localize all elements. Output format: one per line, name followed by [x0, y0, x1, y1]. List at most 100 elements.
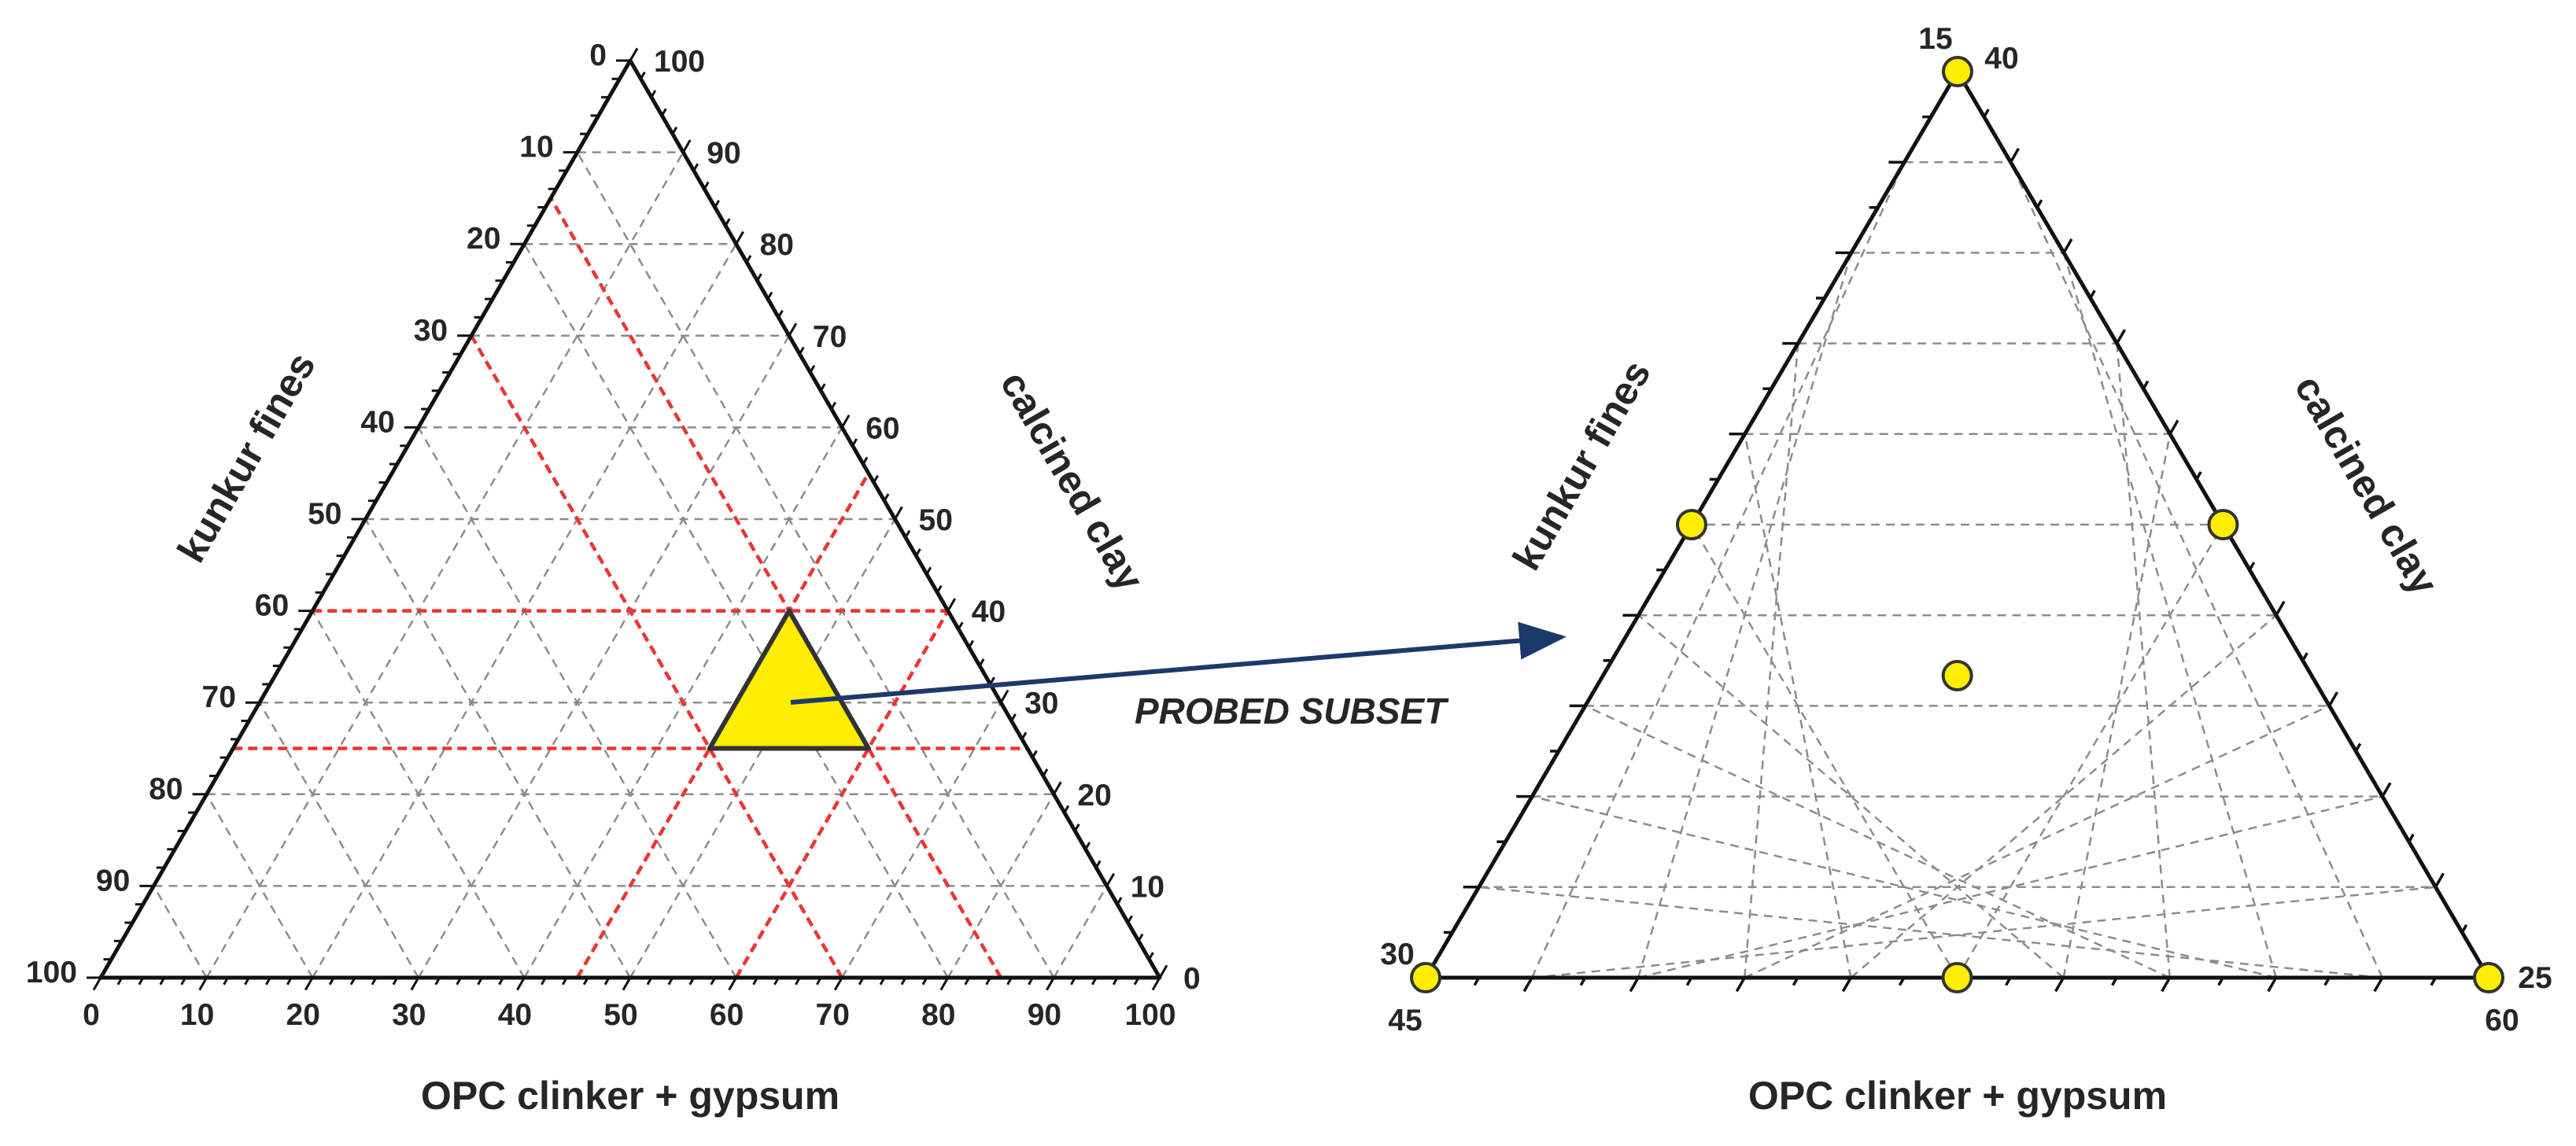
tick [92, 977, 102, 991]
tick [1006, 977, 1013, 986]
left-tick-label: 40 [360, 405, 394, 439]
right-axis-title: calcined clay [992, 364, 1153, 599]
bottom-tick-label: 40 [498, 998, 532, 1032]
tick [1020, 731, 1028, 740]
grid-line [1478, 886, 2383, 979]
tick [2217, 977, 2224, 986]
tick [1898, 977, 1906, 986]
tick [815, 977, 822, 986]
tick [2408, 833, 2415, 843]
tick [138, 977, 145, 986]
tick [773, 977, 780, 986]
tick [851, 438, 858, 447]
grid-line [1690, 524, 1958, 978]
tick [2168, 419, 2179, 435]
tick [2434, 872, 2445, 888]
tick [756, 273, 762, 282]
tick [879, 977, 886, 986]
tick [858, 977, 865, 986]
kunkur-bound-line [470, 334, 844, 979]
tick [710, 977, 716, 986]
tick [1151, 977, 1161, 991]
tick [2381, 782, 2392, 798]
top-corner-label: 15 [1918, 22, 1952, 56]
tick [1028, 977, 1034, 986]
grid-line [1744, 343, 1799, 978]
mix-point [2207, 509, 2239, 540]
tick [561, 977, 568, 986]
tick [1792, 977, 1799, 986]
left-tick-label: 60 [255, 589, 289, 623]
tick [661, 108, 667, 116]
tick [921, 977, 928, 986]
tick [1091, 977, 1098, 986]
tick [936, 584, 943, 594]
mix-point [1676, 509, 1707, 540]
left-tick-label: 50 [308, 497, 341, 531]
grid-line [2010, 161, 2384, 978]
bottom-tick-label: 60 [710, 998, 744, 1032]
tick [777, 310, 784, 319]
tick [1084, 842, 1091, 850]
tick [724, 218, 731, 227]
tick [1148, 952, 1154, 960]
tick [1629, 977, 1640, 993]
tick [894, 506, 903, 520]
left-tick-label: 100 [26, 956, 77, 989]
tick [223, 977, 229, 986]
tick [1042, 768, 1049, 777]
tick [957, 621, 964, 630]
tick [999, 689, 1009, 703]
tick [1522, 977, 1533, 993]
tick [925, 566, 932, 575]
triangle-outline [1423, 69, 2491, 980]
grid-line [1530, 161, 1906, 978]
grid-line [205, 151, 685, 978]
bottom-tick-label: 90 [1028, 998, 1061, 1032]
grid-line [417, 335, 790, 978]
grid-lines [153, 151, 1108, 978]
tick [752, 977, 758, 986]
tick [1116, 897, 1123, 905]
tick [989, 676, 995, 685]
tick [622, 977, 632, 991]
grid-line [312, 610, 526, 978]
tick [1010, 713, 1017, 722]
tick [833, 977, 843, 991]
tick [968, 639, 975, 648]
grid-line [1585, 705, 2171, 979]
grid-line [2062, 252, 2277, 978]
grid-line [2116, 343, 2171, 978]
triangle-outline [98, 58, 1162, 980]
tick [964, 977, 971, 986]
tick [1046, 977, 1055, 991]
bottom-tick-label: 30 [392, 998, 426, 1032]
mix-point [1942, 56, 1973, 87]
tick [735, 230, 744, 245]
tick [667, 977, 674, 986]
bottom-tick-label: 70 [816, 998, 850, 1032]
tick [2035, 199, 2043, 208]
top-corner-label: 40 [1984, 42, 2018, 76]
grid-line [1850, 614, 2277, 978]
tick [646, 977, 653, 986]
grid-line [1053, 885, 1108, 978]
tick-marks [87, 47, 1168, 991]
grid-line [576, 151, 1055, 978]
tick [650, 90, 657, 98]
grid-line [1637, 614, 2065, 978]
region-lines [233, 197, 1028, 979]
tick [477, 977, 483, 986]
right-tick-label: 60 [865, 411, 899, 445]
mix-point [2473, 962, 2504, 993]
tick [1074, 823, 1080, 832]
tick [244, 977, 250, 986]
right-tick-label: 70 [813, 320, 847, 354]
tick [978, 658, 985, 667]
tick [915, 548, 921, 557]
tick [745, 255, 752, 263]
grid-line [364, 518, 632, 978]
bottom-tick-label: 10 [180, 998, 214, 1032]
tick [371, 977, 378, 986]
